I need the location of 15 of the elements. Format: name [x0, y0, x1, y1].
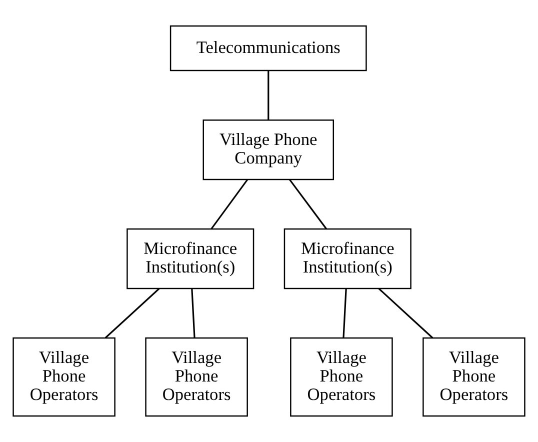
- node-box: Village Phone Operators: [422, 337, 526, 417]
- node-box: Microfinance Institution(s): [126, 228, 254, 290]
- node-box: Telecommunications: [170, 25, 367, 72]
- connector: [378, 288, 434, 338]
- node-box: Village Phone Operators: [145, 337, 248, 417]
- node-box: Village Phone Operators: [290, 337, 393, 417]
- connector: [342, 288, 347, 338]
- connector: [268, 70, 270, 120]
- connector: [210, 179, 248, 230]
- connector: [104, 288, 160, 338]
- connector: [191, 288, 196, 338]
- node-box: Village Phone Company: [202, 119, 334, 180]
- node-box: Microfinance Institution(s): [284, 228, 412, 290]
- node-box: Village Phone Operators: [12, 337, 116, 417]
- connector: [288, 179, 327, 230]
